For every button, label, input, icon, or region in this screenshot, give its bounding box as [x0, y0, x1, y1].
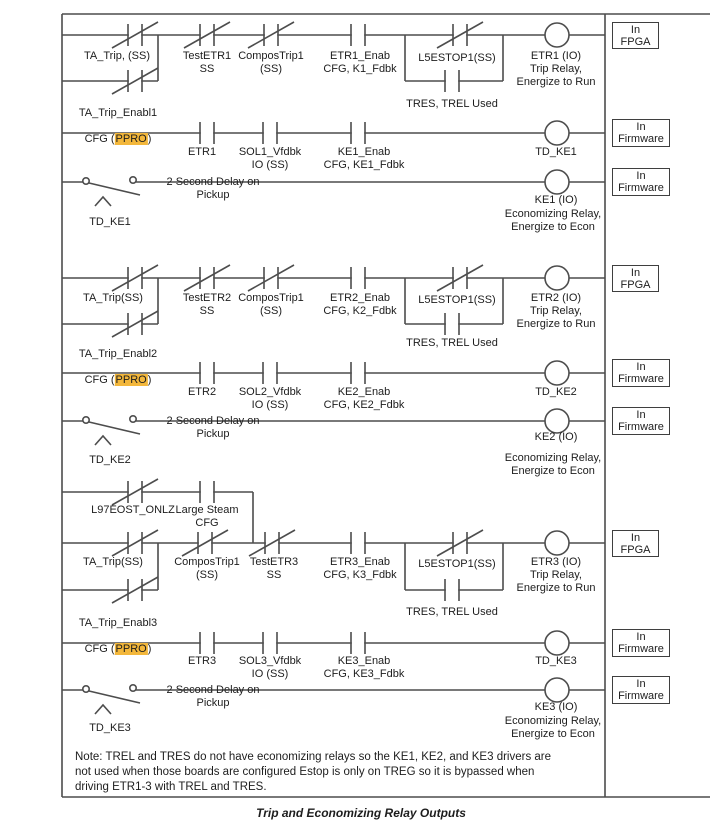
label-ke-coil-s2: KE2 (IO) [534, 431, 578, 443]
label-ke-enab-s3: KE3_Enab CFG, KE3_Fdbk [323, 655, 405, 680]
in-firmware-tag-s3b: In Firmware [612, 676, 670, 704]
label-testetr-s2: TestETR2 SS [182, 292, 232, 317]
label-sol-vfdbk-s3: SOL3_Vfdbk IO (SS) [238, 655, 302, 680]
coil-icon [544, 169, 570, 195]
label-ta-trip-enabl-s3: TA_Trip_Enabl3 CFG (PPRO) [78, 617, 158, 655]
time-delay-contact-icon [82, 414, 141, 446]
label-tres-trel-s1: TRES, TREL Used [406, 98, 498, 110]
label-l97eost-s3: L97EOST_ONLZ [91, 504, 175, 516]
no-contact-icon [444, 69, 460, 93]
label-td-coil-s1: TD_KE1 [535, 146, 577, 158]
label-etr-coil-s1: ETR1 (IO) Trip Relay, Energize to Run [516, 50, 596, 88]
no-contact-icon [350, 631, 366, 655]
coil-icon [544, 530, 570, 556]
coil-icon [544, 120, 570, 146]
label-l5estop-s2: L5ESTOP1(SS) [418, 294, 496, 306]
in-firmware-tag-s1a: In Firmware [612, 119, 670, 147]
time-delay-contact-icon [82, 176, 141, 207]
coil-icon [544, 630, 570, 656]
no-contact-icon [350, 121, 366, 145]
in-firmware-tag-s2a: In Firmware [612, 359, 670, 387]
no-contact-icon [444, 312, 460, 336]
label-etr-s2: ETR2 [187, 386, 217, 398]
label-ke-desc-s3: Economizing Relay, Energize to Econ [504, 715, 602, 740]
no-contact-icon [199, 480, 215, 504]
in-fpga-tag-s1: In FPGA [612, 22, 659, 49]
label-etr-coil-s2: ETR2 (IO) Trip Relay, Energize to Run [516, 292, 596, 330]
label-ke-enab-s2: KE2_Enab CFG, KE2_Fdbk [323, 386, 405, 411]
no-contact-icon [262, 121, 278, 145]
no-contact-icon [199, 631, 215, 655]
label-tres-trel-s3: TRES, TREL Used [406, 606, 498, 618]
label-ta-trip-s1: TA_Trip, (SS) [83, 50, 151, 62]
no-contact-icon [199, 121, 215, 145]
label-sol-vfdbk-s1: SOL1_Vfdbk IO (SS) [238, 146, 302, 171]
time-delay-contact-icon [82, 683, 141, 715]
label-td-coil-s3: TD_KE3 [535, 655, 577, 667]
label-delay-s2: 2 Second Delay on Pickup [166, 415, 260, 440]
label-td-contact-s1: TD_KE1 [89, 216, 131, 228]
no-contact-icon [350, 266, 366, 290]
in-firmware-tag-s3a: In Firmware [612, 629, 670, 657]
label-sol-vfdbk-s2: SOL2_Vfdbk IO (SS) [238, 386, 302, 411]
coil-icon [544, 360, 570, 386]
no-contact-icon [262, 361, 278, 385]
section3-wires [62, 491, 605, 691]
label-ke-desc-s2: Economizing Relay, Energize to Econ [504, 452, 602, 477]
label-etr-s3: ETR3 [187, 655, 217, 667]
no-contact-icon [199, 361, 215, 385]
label-ke-coil-s1: KE1 (IO) [534, 194, 578, 206]
label-etr-coil-s3: ETR3 (IO) Trip Relay, Energize to Run [516, 556, 596, 594]
coil-icon [544, 408, 570, 434]
ladder-frame [61, 13, 710, 798]
in-firmware-tag-s2b: In Firmware [612, 407, 670, 435]
label-etr-enab-s1: ETR1_Enab CFG, K1_Fdbk [323, 50, 397, 75]
no-contact-icon [350, 531, 366, 555]
no-contact-icon [350, 23, 366, 47]
label-compostrip-s2: ComposTrip1 (SS) [238, 292, 304, 317]
in-fpga-tag-s3: In FPGA [612, 530, 659, 557]
figure-caption: Trip and Economizing Relay Outputs [256, 806, 466, 820]
label-compostrip-s3: ComposTrip1 (SS) [174, 556, 240, 581]
label-compostrip-s1: ComposTrip1 (SS) [238, 50, 304, 75]
label-ke-coil-s3: KE3 (IO) [534, 701, 578, 713]
label-ta-trip-s3: TA_Trip(SS) [83, 556, 143, 568]
label-etr-s1: ETR1 [187, 146, 217, 158]
label-l5estop-s3: L5ESTOP1(SS) [418, 558, 496, 570]
label-ke-desc-s1: Economizing Relay, Energize to Econ [504, 208, 602, 233]
label-large-steam-s3: Large Steam CFG [175, 504, 239, 529]
no-contact-icon [350, 361, 366, 385]
coil-icon [544, 22, 570, 48]
ppro-highlight: PPRO [114, 133, 148, 145]
no-contact-icon [444, 578, 460, 602]
in-fpga-tag-s2: In FPGA [612, 265, 659, 292]
coil-icon [544, 677, 570, 703]
label-delay-s3: 2 Second Delay on Pickup [166, 684, 260, 709]
label-etr-enab-s2: ETR2_Enab CFG, K2_Fdbk [323, 292, 397, 317]
label-td-coil-s2: TD_KE2 [535, 386, 577, 398]
in-firmware-tag-s1b: In Firmware [612, 168, 670, 196]
label-testetr-s1: TestETR1 SS [182, 50, 232, 75]
label-testetr-s3: TestETR3 SS [249, 556, 299, 581]
label-td-contact-s2: TD_KE2 [89, 454, 131, 466]
label-ta-trip-enabl-s2: TA_Trip_Enabl2 CFG (PPRO) [78, 348, 158, 386]
label-tres-trel-s2: TRES, TREL Used [406, 337, 498, 349]
label-etr-enab-s3: ETR3_Enab CFG, K3_Fdbk [323, 556, 397, 581]
ppro-highlight: PPRO [114, 643, 148, 655]
label-delay-s1: 2 Second Delay on Pickup [166, 176, 260, 201]
label-l5estop-s1: L5ESTOP1(SS) [418, 52, 496, 64]
ppro-highlight: PPRO [114, 374, 148, 386]
note-text: Note: TREL and TRES do not have economiz… [75, 751, 552, 793]
label-td-contact-s3: TD_KE3 [89, 722, 131, 734]
label-ta-trip-enabl-s1: TA_Trip_Enabl1 CFG (PPRO) [78, 107, 158, 145]
label-ke-enab-s1: KE1_Enab CFG, KE1_Fdbk [323, 146, 405, 171]
label-ta-trip-s2: TA_Trip(SS) [83, 292, 143, 304]
no-contact-icon [262, 631, 278, 655]
coil-icon [544, 265, 570, 291]
